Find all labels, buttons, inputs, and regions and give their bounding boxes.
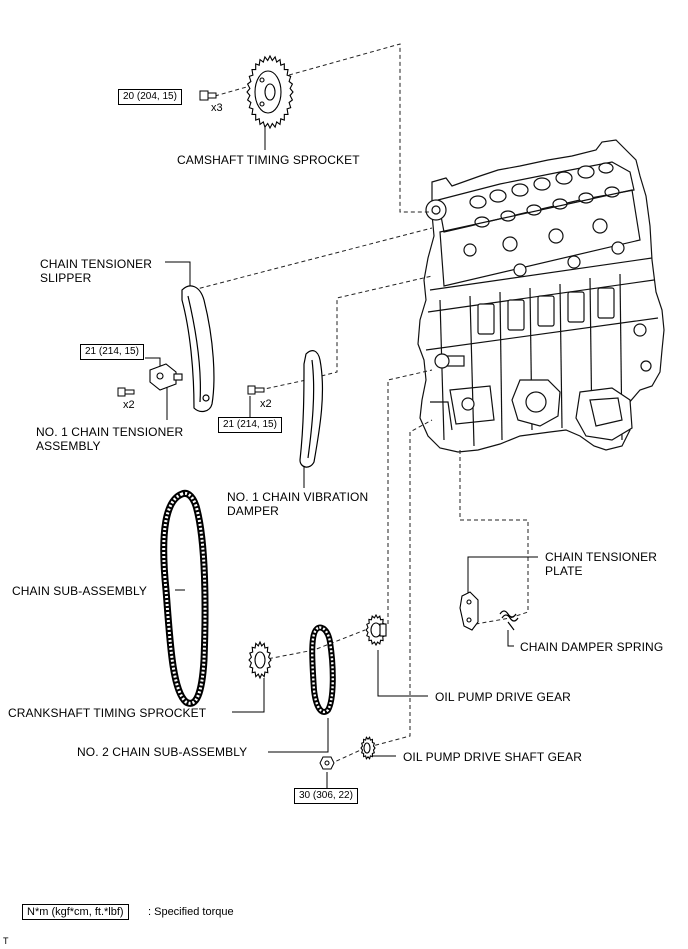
vibration-damper-label-line1: NO. 1 CHAIN VIBRATION <box>227 490 369 504</box>
chain-tensioner-plate <box>459 591 479 631</box>
oil-pump-torque-box: 30 (306, 22) <box>294 788 358 804</box>
tensioner-plate-label-line1: CHAIN TENSIONER <box>545 550 657 564</box>
chain-sub-assembly <box>160 489 209 707</box>
chain-sub-assembly-label: CHAIN SUB-ASSEMBLY <box>12 584 147 598</box>
camshaft-bolt <box>199 90 217 101</box>
oil-pump-drive-shaft-gear <box>360 736 376 760</box>
legend-unit-box: N*m (kgf*cm, ft.*lbf) <box>22 904 129 920</box>
camshaft-timing-sprocket <box>246 54 294 130</box>
damper-torque-box: 21 (214, 15) <box>218 417 282 433</box>
tensioner-plate-label-line2: PLATE <box>545 564 583 578</box>
tensioner-slipper-label-line1: CHAIN TENSIONER <box>40 257 152 271</box>
oil-pump-drive-gear-label: OIL PUMP DRIVE GEAR <box>435 690 571 704</box>
engine-block <box>417 139 665 453</box>
tensioner-assembly-label-line2: ASSEMBLY <box>36 439 101 453</box>
camshaft-bolt-qty: x3 <box>211 102 223 114</box>
legend-description: : Specified torque <box>148 906 234 918</box>
solid-leader-lines <box>145 120 538 788</box>
tensioner-assembly-label-line1: NO. 1 CHAIN TENSIONER <box>36 425 184 439</box>
oil-pump-nut <box>319 756 335 770</box>
tensioner-bolt <box>117 387 135 397</box>
oil-pump-drive-gear <box>365 613 387 647</box>
oil-pump-shaft-gear-label: OIL PUMP DRIVE SHAFT GEAR <box>403 750 582 764</box>
chain-tensioner-slipper <box>181 285 215 413</box>
camshaft-sprocket-label: CAMSHAFT TIMING SPROCKET <box>177 153 360 167</box>
no2-chain-label: NO. 2 CHAIN SUB-ASSEMBLY <box>77 745 248 759</box>
tensioner-torque-box: 21 (214, 15) <box>80 344 144 360</box>
chain-tensioner-assembly <box>149 363 183 391</box>
chain-vibration-damper <box>299 350 324 468</box>
corner-code: T <box>3 936 9 946</box>
dashed-assembly-lines <box>192 43 529 765</box>
tensioner-bolt-qty: x2 <box>123 399 135 411</box>
damper-bolt <box>247 385 265 395</box>
no2-chain-sub-assembly <box>309 624 336 715</box>
camshaft-torque-box: 20 (204, 15) <box>118 89 182 105</box>
damper-spring-label: CHAIN DAMPER SPRING <box>520 640 664 654</box>
chain-damper-spring <box>499 610 519 631</box>
vibration-damper-label-line2: DAMPER <box>227 504 279 518</box>
tensioner-slipper-label-line2: SLIPPER <box>40 271 92 285</box>
crankshaft-timing-sprocket <box>248 640 272 680</box>
crankshaft-sprocket-label: CRANKSHAFT TIMING SPROCKET <box>8 706 207 720</box>
damper-bolt-qty: x2 <box>260 398 272 410</box>
